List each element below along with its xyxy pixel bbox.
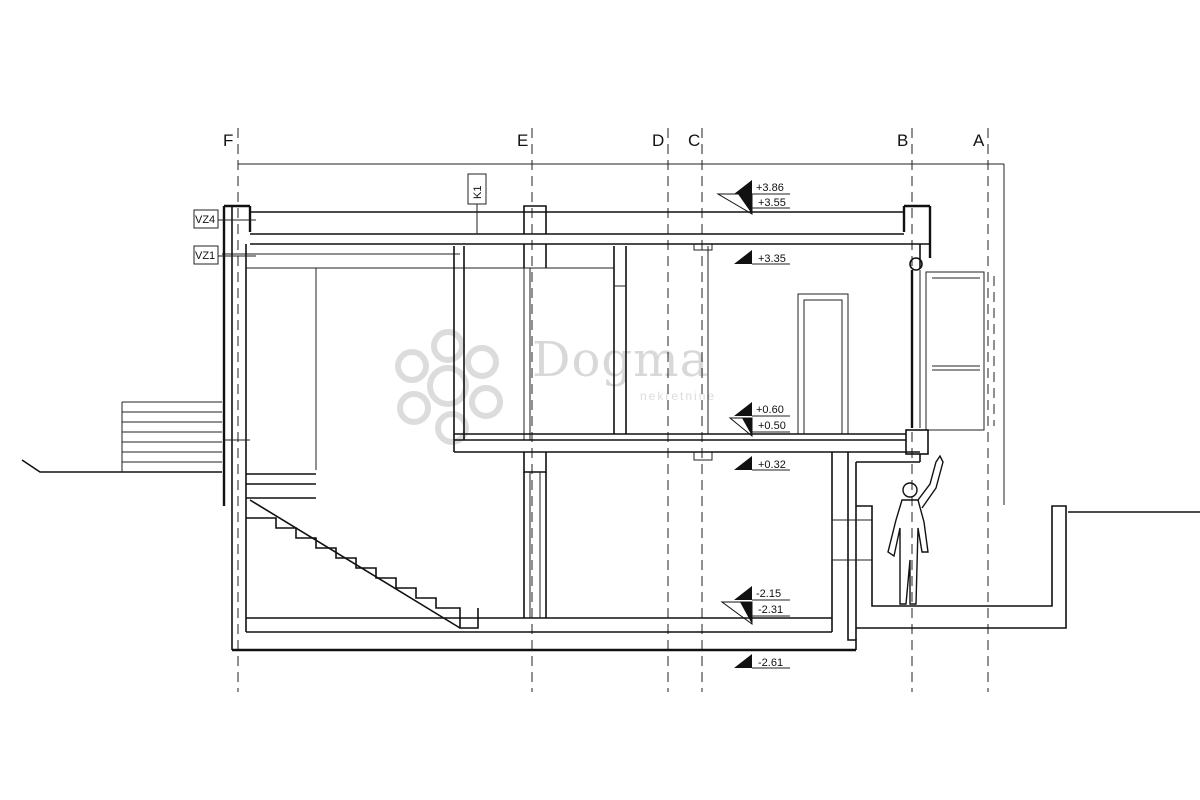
watermark-sub: nekretnine [640,389,716,403]
axis-label-f: F [223,131,233,150]
tag-vz4: VZ4 [193,209,256,229]
level-label-lower-ceiling: +0.32 [758,459,786,471]
level-label-upper-floor: +0.60 [756,404,784,416]
level-label-upper-floor-base: +0.50 [758,420,786,432]
grid-axes: F E D C B A [223,128,989,692]
building-outline [238,163,1005,505]
level-label-ceiling: +3.35 [758,253,786,265]
watermark: Dogma nekretnine [395,329,716,445]
axis-label-a: A [973,131,985,150]
level-marker-ceiling: +3.35 [734,250,790,265]
level-label-lower-floor: -2.15 [756,588,781,600]
axis-label-b: B [897,131,908,150]
watermark-flower-icon [395,329,503,445]
terrace-steps [121,401,222,472]
svg-text:K1: K1 [472,186,484,199]
light-well-opening [831,519,873,561]
level-markers: +3.86 +3.55 +3.35 +0.60 +0.50 +0.32 [716,180,790,669]
level-marker-foundation: -2.61 [734,654,790,669]
level-marker-roof: +3.86 +3.55 [716,180,790,215]
column-e [523,205,547,618]
axis-label-d: D [652,131,664,150]
level-marker-lower-ceiling: +0.32 [734,456,790,471]
staircase [246,473,479,629]
level-label-foundation: -2.61 [758,657,783,669]
level-label-roof: +3.55 [758,197,786,209]
svg-text:VZ4: VZ4 [195,214,215,226]
interior-walls [453,246,849,452]
tag-vz1: VZ1 [193,245,256,265]
level-label-top: +3.86 [756,182,784,194]
human-figure-icon [887,454,944,605]
axis-label-e: E [517,131,528,150]
tag-k1: K1 [467,173,487,234]
wall-b [902,206,995,431]
level-label-lower-floor-base: -2.31 [758,604,783,616]
window-roller-icon [909,257,923,271]
watermark-brand: Dogma [532,332,709,388]
lower-structure [232,452,1067,652]
roof-slab [222,204,930,269]
element-tags: VZ4 VZ1 K1 [193,173,487,265]
stair-treads [246,517,479,629]
axis-label-c: C [688,131,700,150]
svg-text:VZ1: VZ1 [195,250,215,262]
upper-floor-slab [454,429,929,461]
level-marker-lower-floor: -2.15 -2.31 [720,586,790,625]
door [797,293,849,435]
terrain [21,401,1200,513]
window-frame [925,271,985,431]
level-marker-upper-floor: +0.60 +0.50 [728,402,790,438]
